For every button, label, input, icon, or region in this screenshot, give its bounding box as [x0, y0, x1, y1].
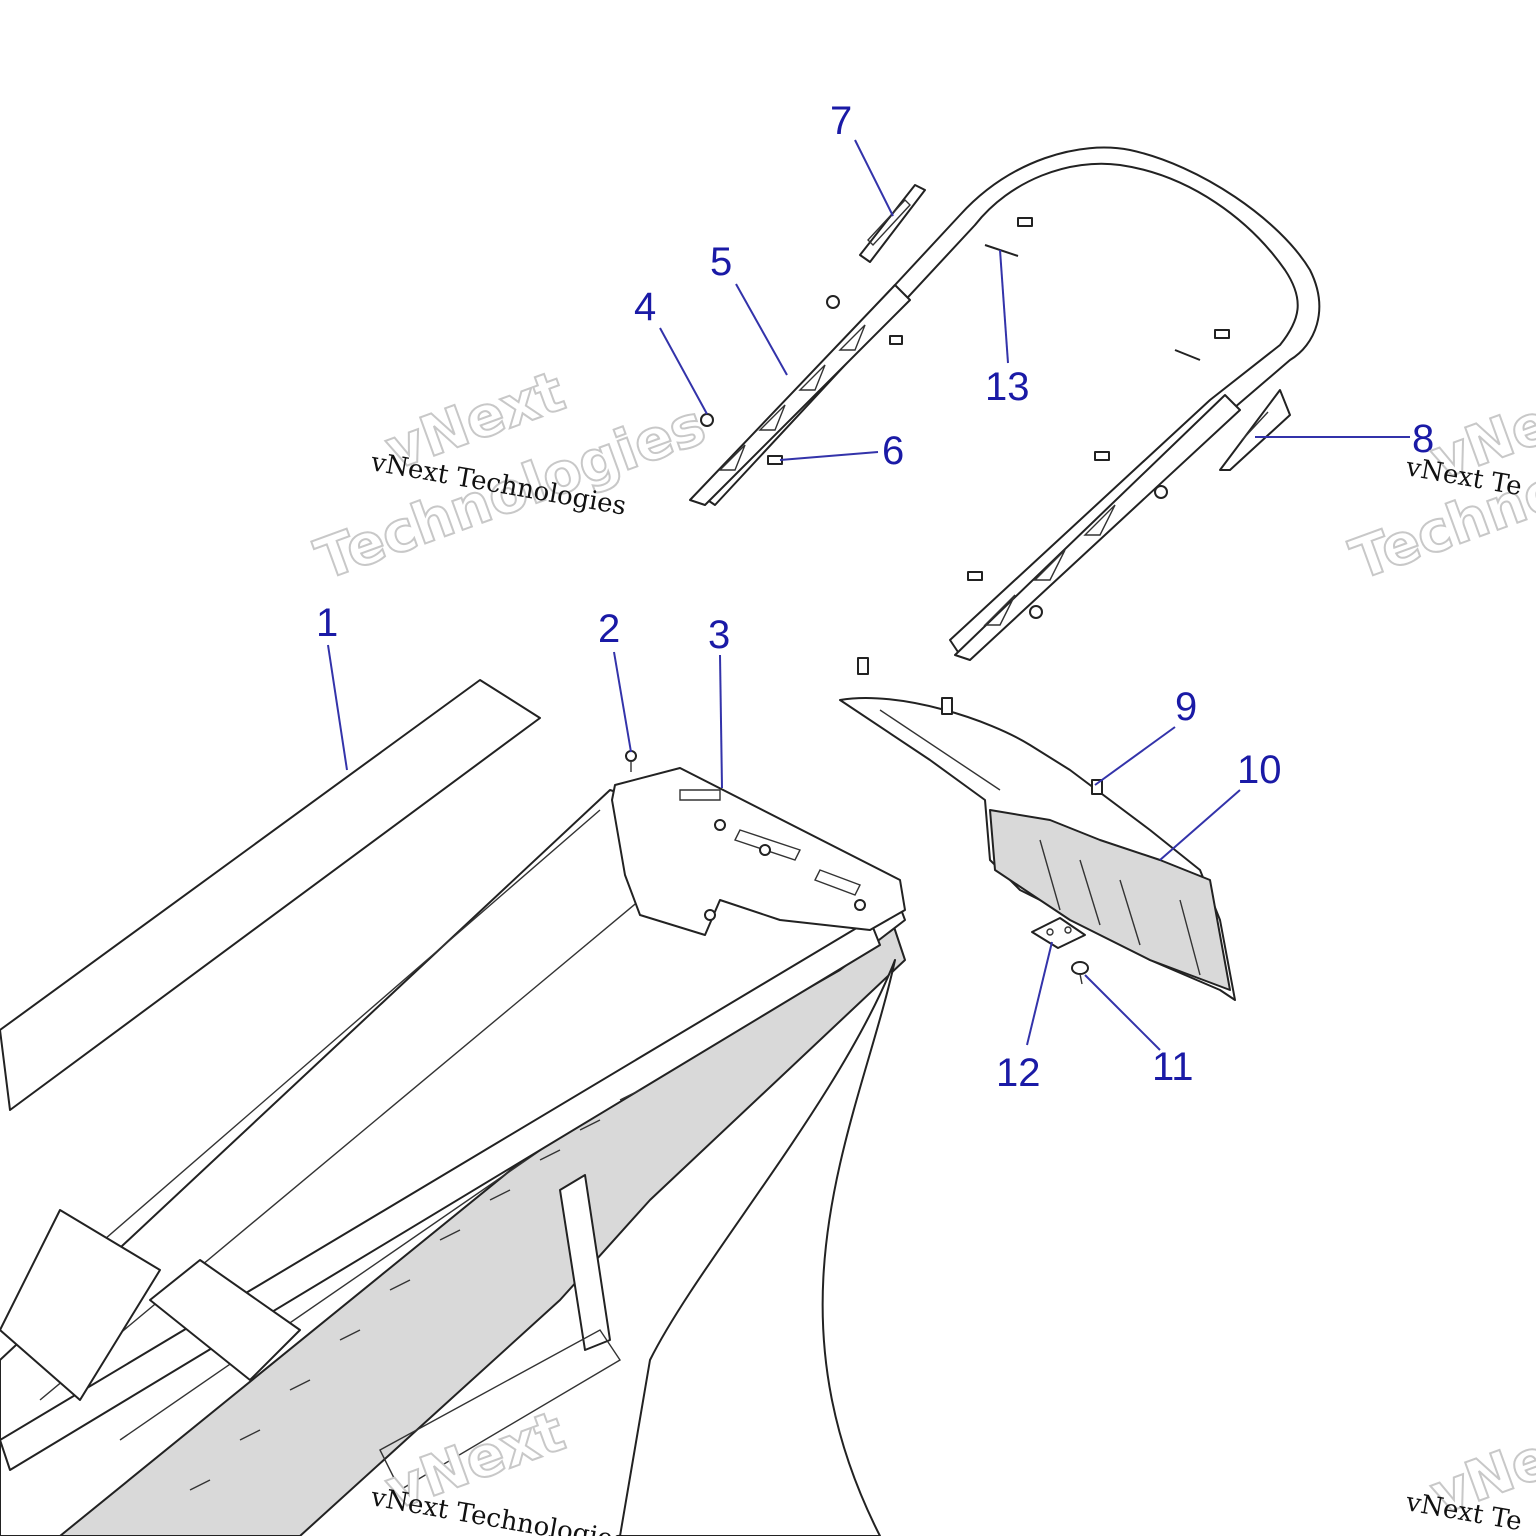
callout-6: 6: [882, 429, 904, 473]
part-8-badge: [1219, 389, 1291, 471]
callout-8: 8: [1412, 417, 1434, 461]
callout-3: 3: [708, 613, 730, 657]
callouts: 1 2 3 4 5 6 7 8 9 10 11 12 13: [316, 99, 1434, 1095]
part-1-strip: [0, 679, 541, 1111]
watermark-upper-right: vNe Technolo vNext Te: [1342, 390, 1536, 595]
part-7-decal: [859, 184, 926, 263]
watermark-lower-right: vNe vNext Te: [1403, 1425, 1536, 1536]
part-11-rivet: [1071, 961, 1089, 985]
callout-12: 12: [996, 1051, 1041, 1095]
part-2-bolt: [625, 750, 637, 772]
callout-13: 13: [985, 365, 1030, 409]
watermark-lower-small: vNext Technologies: [368, 1482, 629, 1536]
callout-5: 5: [710, 240, 732, 284]
callout-10: 10: [1237, 748, 1282, 792]
callout-9: 9: [1175, 685, 1197, 729]
side-slots: [189, 1089, 641, 1491]
part-5-side-plate: [689, 284, 911, 506]
part-12-plate: [1031, 917, 1086, 949]
callout-7: 7: [830, 99, 852, 143]
callout-11: 11: [1152, 1045, 1194, 1089]
callout-4: 4: [634, 285, 656, 329]
part-3-bracket: [611, 767, 906, 936]
part-10-snowflap: [839, 657, 1236, 1001]
watermark-upper-left: vNext Technologies vNext Technologies: [307, 358, 715, 594]
fasteners: [700, 217, 1230, 619]
right-side-plate: [954, 394, 1241, 661]
leader-lines: [327, 139, 1410, 1051]
callout-2: 2: [598, 607, 620, 651]
callout-1: 1: [316, 601, 338, 645]
tunnel-assembly: [0, 789, 906, 1536]
